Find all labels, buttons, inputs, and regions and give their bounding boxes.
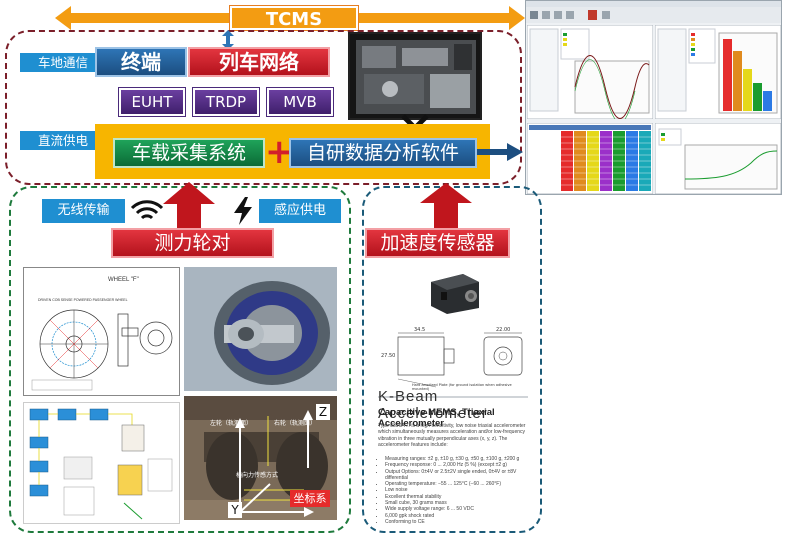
wheel-drawing-label: WHEEL "F" bbox=[108, 277, 139, 283]
accelerometer-up-arrow bbox=[420, 183, 472, 228]
curve-panel bbox=[655, 123, 781, 194]
wheelset-title: 测力轮对 bbox=[111, 228, 274, 258]
plus-sign: + bbox=[265, 132, 294, 172]
wheel-drawing: WHEEL "F" DRIVEN COB SENSE POWERED PASSE… bbox=[23, 267, 180, 396]
dc-power-tag: 直流供电 bbox=[20, 131, 106, 150]
dimension-a: 34.5 bbox=[414, 327, 426, 333]
accelerometer-dimension-drawing: 34.5 22.00 27.50 Hard Anodized Plate (fo… bbox=[376, 327, 526, 391]
equipment-photo bbox=[348, 32, 482, 120]
coordinate-system-label: 坐标系 bbox=[290, 490, 330, 507]
to-screen-arrow bbox=[477, 143, 523, 161]
trdp-box: TRDP bbox=[193, 88, 259, 116]
accelerometer-photo bbox=[427, 268, 487, 316]
kbeam-subtitle: Capacitive MEMS, Triaxial Accelerometer bbox=[378, 407, 495, 429]
screenshot-titlebar bbox=[526, 1, 781, 7]
ground-comm-tag: 车地通信 bbox=[20, 53, 106, 72]
feature-item: Conforming to CE bbox=[385, 519, 528, 525]
inductive-power-tag: 感应供电 bbox=[259, 199, 341, 223]
kbeam-feature-list: Measuring ranges: ±2 g, ±10 g, ±30 g, ±5… bbox=[378, 456, 528, 525]
wheelset-region bbox=[9, 186, 351, 533]
kbeam-title: K-Beam Accelerometer bbox=[378, 388, 488, 422]
kbeam-divider bbox=[378, 396, 528, 398]
wheel-photo bbox=[184, 267, 337, 391]
accelerometer-title: 加速度传感器 bbox=[365, 228, 510, 258]
right-wheel-label: 右轮（轨测面） bbox=[274, 420, 317, 427]
feature-item: Low noise bbox=[385, 487, 528, 493]
bar-chart-panel bbox=[655, 25, 781, 119]
analysis-software-box: 自研数据分析软件 bbox=[289, 138, 477, 168]
feature-item: Measuring ranges: ±2 g, ±10 g, ±30 g, ±5… bbox=[385, 456, 528, 462]
z-axis-label: Z bbox=[316, 404, 330, 420]
mvb-box: MVB bbox=[267, 88, 333, 116]
wheelset-up-arrow bbox=[163, 182, 215, 232]
train-network-box: 列车网络 bbox=[188, 47, 330, 77]
terminal-box: 终端 bbox=[95, 47, 187, 77]
wifi-icon bbox=[130, 200, 164, 220]
feature-item: Wide supply voltage range: 6 ... 50 VDC bbox=[385, 506, 528, 512]
accelerometer-region bbox=[362, 186, 542, 533]
sine-plot-panel bbox=[527, 25, 653, 119]
euht-box: EUHT bbox=[119, 88, 185, 116]
feature-item: Small cube, 30 grams mass bbox=[385, 500, 528, 506]
tcms-link-arrow bbox=[222, 30, 234, 50]
feature-item: 6,000 gpk shock rated bbox=[385, 513, 528, 519]
lateral-force-label: 横向力传感方式 bbox=[236, 472, 279, 479]
wireless-tag: 无线传输 bbox=[42, 199, 125, 223]
feature-item: Excellent thermal stability bbox=[385, 494, 528, 500]
tcms-label: TCMS bbox=[230, 6, 358, 30]
sensor-layout-diagram bbox=[23, 402, 180, 524]
dimension-c: 27.50 bbox=[381, 353, 396, 359]
feature-item: Output Options: 0±4V or 2.5±2V single en… bbox=[385, 469, 528, 482]
software-screenshot bbox=[525, 0, 782, 195]
dimension-b: 22.00 bbox=[496, 327, 511, 333]
lightning-icon bbox=[234, 197, 252, 225]
onboard-region bbox=[5, 30, 522, 185]
coordinate-axes bbox=[235, 410, 314, 517]
left-wheel-label: 左轮（轨测面） bbox=[210, 420, 253, 427]
mounting-note: Hard Anodized Plate (for ground isolatio… bbox=[412, 383, 512, 391]
onboard-system-box: 车载采集系统 bbox=[113, 138, 265, 168]
y-axis-label: Y bbox=[228, 502, 242, 518]
feature-item: Operating temperature: −55 ... 125°C (−6… bbox=[385, 481, 528, 487]
data-table-panel bbox=[527, 123, 653, 194]
feature-item: Frequency response: 0 ... 2,000 Hz (5 %)… bbox=[385, 462, 528, 468]
kbeam-description: Type 8396A ... is a high-sensitivity, lo… bbox=[378, 423, 526, 448]
wheel-drawing-title: DRIVEN COB SENSE POWERED PASSENGER WHEEL bbox=[38, 298, 128, 302]
screenshot-toolbar bbox=[526, 7, 781, 23]
bogie-photo: 左轮（轨测面） 右轮（轨测面） 横向力传感方式 bbox=[184, 396, 337, 520]
